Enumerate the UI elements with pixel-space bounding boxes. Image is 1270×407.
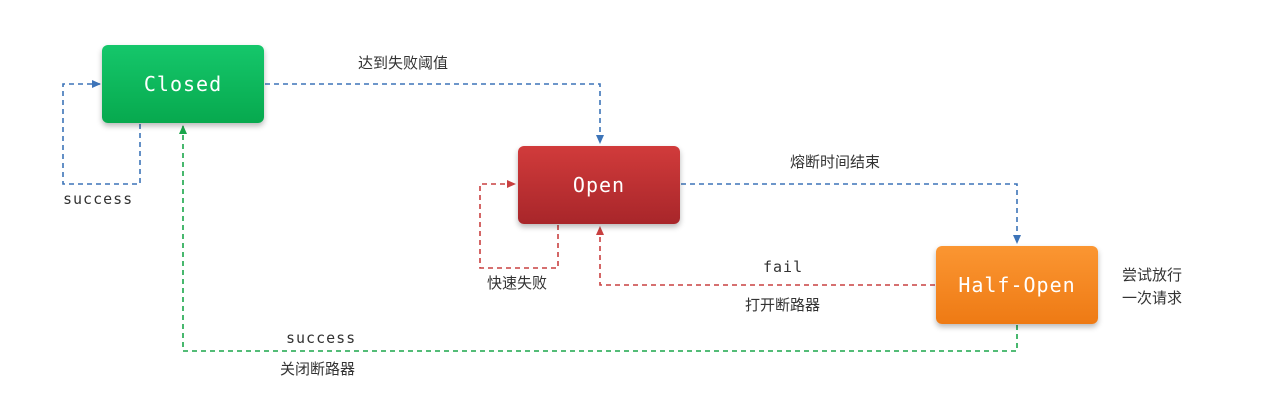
closed-success-label: success [63,190,134,208]
half-open-fail-label: fail [763,258,804,276]
half-open-state-node: Half-Open [936,246,1098,324]
open-state-node: Open [518,146,680,224]
open-to-half-open-label: 熔断时间结束 [790,153,881,171]
closed-state-label: Closed [143,72,223,96]
half-open-to-closed-arrow [179,125,1018,352]
open-to-half-open-arrow [681,183,1021,244]
half-open-note-line2: 一次请求 [1122,289,1183,307]
half-open-fail-action-label: 打开断路器 [745,296,821,314]
open-state-label: Open [572,173,626,197]
half-open-success-action-label: 关闭断路器 [280,360,356,378]
half-open-to-open-arrow [596,226,935,286]
half-open-state-label: Half-Open [958,273,1076,297]
open-fast-fail-label: 快速失败 [487,274,548,292]
open-self-loop-arrow [479,180,559,269]
closed-to-open-arrow [265,83,604,144]
half-open-note-line1: 尝试放行 [1122,266,1183,284]
closed-state-node: Closed [102,45,264,123]
closed-to-open-label: 达到失败阈值 [358,54,449,72]
closed-self-loop-arrow [62,80,141,185]
half-open-success-label: success [286,329,357,347]
